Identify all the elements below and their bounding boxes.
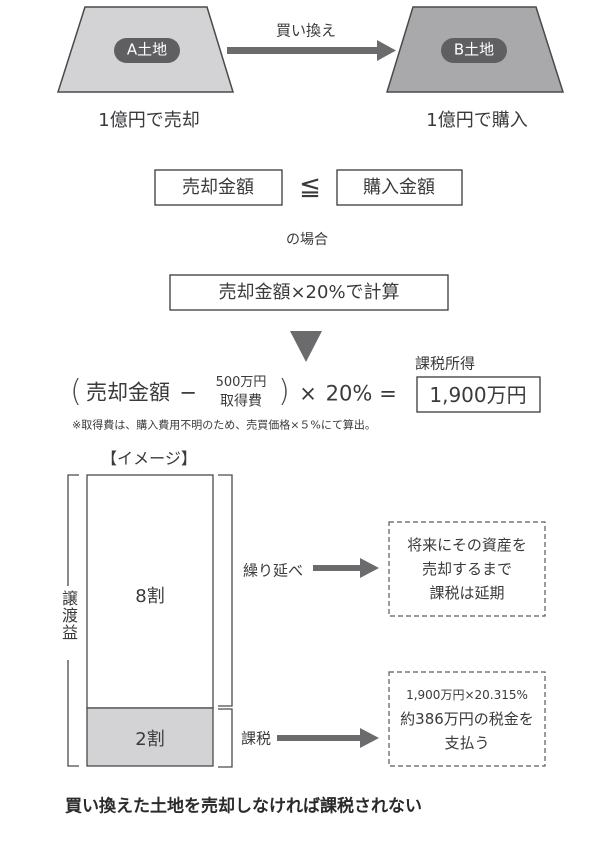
gain-bracket [67, 474, 79, 767]
deferred-arrow-icon [313, 558, 379, 578]
taxed-outcome-line: 支払う [444, 734, 490, 752]
calc-rule-box [169, 274, 449, 311]
taxed-outcome-text: 1,900万円×20.315% 約386万円の税金を 支払う [400, 683, 534, 755]
deferred-label: 繰り延べ [242, 561, 304, 580]
formula-fraction-top: 500万円 [215, 374, 267, 390]
deferred-share: 8割 [135, 586, 165, 607]
purchase-amount-text: 購入金額 [363, 177, 435, 198]
deferred-outcome-text: 将来にその資産を 売却するまで 課税は延期 [407, 533, 527, 605]
down-triangle-icon [290, 331, 322, 362]
sale-amount-text: 売却金額 [182, 177, 254, 198]
formula-close-paren: ) [278, 374, 290, 409]
taxable-income-box [416, 376, 541, 413]
taxed-portion-block [86, 707, 214, 767]
less-or-equal-symbol: ≦ [299, 172, 321, 202]
formula-minus: − [179, 380, 197, 405]
land-b-pill [441, 38, 507, 63]
formula-equals: = [379, 381, 397, 406]
condition-suffix: の場合 [286, 232, 328, 248]
deferred-outcome-line: 将来にその資産を [407, 536, 527, 554]
image-section-title: 【イメージ】 [101, 449, 197, 468]
capital-gain-label: 譲渡益 [59, 590, 78, 641]
deferred-bracket [218, 474, 233, 707]
taxable-income-label: 課税所得 [414, 354, 476, 373]
formula-fraction-bottom: 取得費 [220, 393, 262, 410]
taxed-outcome-line: 1,900万円×20.315% [406, 688, 528, 702]
taxed-bracket [218, 708, 233, 768]
sale-amount-box [154, 169, 283, 206]
taxed-outcome-box [388, 671, 546, 767]
formula-times: × [299, 381, 317, 406]
land-a-pill [114, 38, 180, 63]
taxable-income-value: 1,900万円 [429, 383, 527, 407]
deferred-outcome-line: 売却するまで [421, 560, 513, 578]
formula-sale-amount: 売却金額 [86, 380, 170, 405]
deferred-outcome-box [388, 521, 546, 617]
taxed-arrow-icon [277, 728, 379, 748]
purchase-amount-box [336, 169, 463, 206]
deferred-portion-block [86, 474, 214, 709]
formula-rate: 20% [325, 381, 373, 406]
land-a-caption: 1億円で売却 [98, 110, 200, 131]
land-b-caption: 1億円で購入 [426, 110, 528, 131]
land-a-label: A土地 [126, 40, 168, 59]
exchange-label: 買い換え [275, 21, 337, 40]
calc-rule-text: 売却金額×20%で計算 [218, 282, 400, 303]
land-b-label: B土地 [453, 40, 495, 59]
acquisition-cost-note: ※取得費は、購入費用不明のため、売買価格×５%にて算出。 [72, 418, 376, 432]
formula-open-paren: ( [70, 374, 82, 409]
taxed-outcome-line: 約386万円の税金を [400, 710, 534, 728]
conclusion-text: 買い換えた土地を売却しなければ課税されない [65, 796, 422, 817]
exchange-arrow-icon [227, 40, 396, 61]
taxed-label: 課税 [240, 729, 272, 748]
taxed-share: 2割 [135, 729, 165, 750]
deferred-outcome-line: 課税は延期 [429, 584, 505, 602]
